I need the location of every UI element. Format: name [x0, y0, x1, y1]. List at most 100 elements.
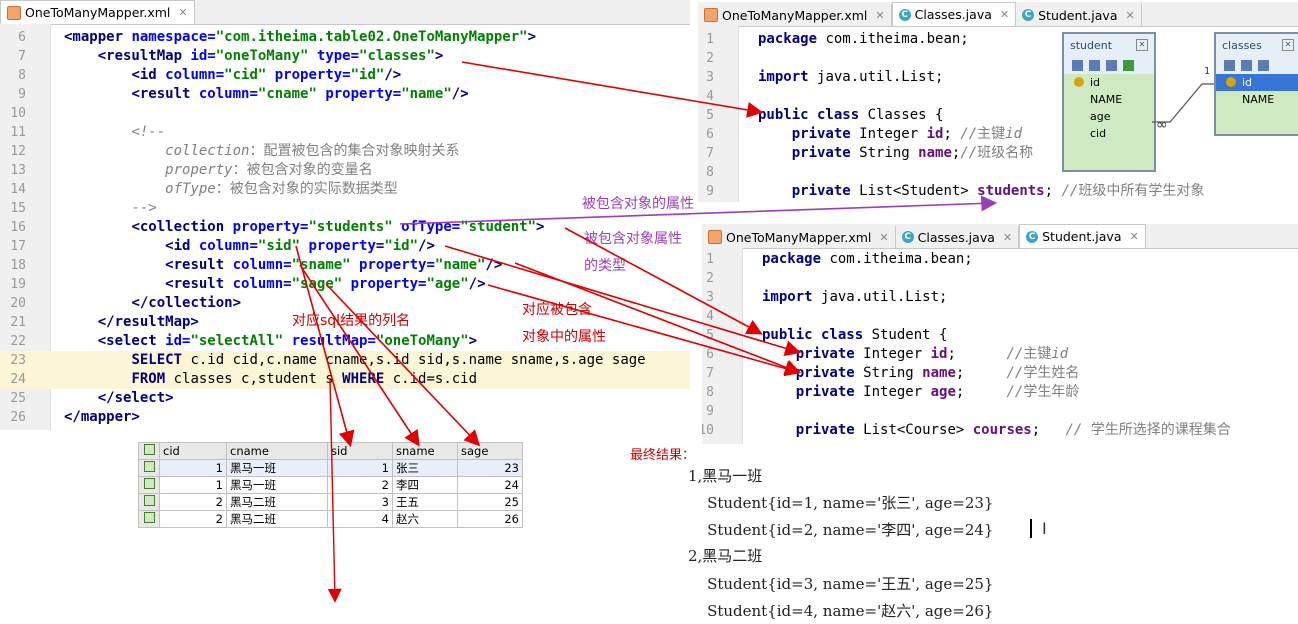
- code-line[interactable]: 26</mapper>: [0, 408, 690, 427]
- tool-icon[interactable]: [1123, 59, 1134, 71]
- tab-student-java[interactable]: C Student.java ✕: [1016, 4, 1142, 26]
- table-cell[interactable]: 赵六: [392, 510, 458, 528]
- table-cell[interactable]: 26: [457, 510, 523, 528]
- column-header[interactable]: cname: [226, 442, 328, 460]
- code-line[interactable]: 8 private Integer age; //学生年龄: [702, 383, 1298, 402]
- er-field[interactable]: NAME: [1216, 91, 1298, 108]
- table-cell[interactable]: 1: [327, 459, 393, 477]
- tab-student-java[interactable]: C Student.java ✕: [1019, 224, 1146, 248]
- table-cell[interactable]: 1: [159, 476, 227, 494]
- code-line[interactable]: 6<mapper namespace="com.itheima.table02.…: [0, 28, 690, 47]
- table-cell[interactable]: 24: [457, 476, 523, 494]
- table-cell[interactable]: 黑马一班: [226, 459, 328, 477]
- table-cell[interactable]: 2: [327, 476, 393, 494]
- tool-icon[interactable]: [1089, 59, 1100, 71]
- er-table-classes[interactable]: classes✕ id NAME: [1214, 32, 1298, 136]
- close-icon[interactable]: ✕: [875, 8, 885, 22]
- close-icon[interactable]: ✕: [1125, 8, 1135, 22]
- table-cell[interactable]: 黑马二班: [226, 510, 328, 528]
- code-line[interactable]: 19 <result column="sage" property="age"/…: [0, 275, 690, 294]
- close-icon[interactable]: ✕: [1129, 230, 1139, 243]
- code-line[interactable]: 9: [702, 402, 1298, 421]
- code-line[interactable]: 24 FROM classes c,student s WHERE c.id=s…: [0, 370, 690, 389]
- code-line[interactable]: 8 <id column="cid" property="id"/>: [0, 66, 690, 85]
- tab-classes-java[interactable]: C Classes.java ✕: [896, 226, 1020, 248]
- close-icon[interactable]: ✕: [999, 8, 1010, 21]
- row-checkbox[interactable]: [138, 510, 160, 528]
- close-icon[interactable]: ✕: [879, 230, 889, 244]
- tool-icon[interactable]: [1106, 59, 1117, 71]
- table-cell[interactable]: 1: [159, 459, 227, 477]
- code-line[interactable]: 2: [702, 269, 1298, 288]
- er-field[interactable]: NAME: [1064, 91, 1154, 108]
- table-cell[interactable]: 2: [159, 510, 227, 528]
- table-cell[interactable]: 黑马一班: [226, 476, 328, 494]
- table-cell[interactable]: 4: [327, 510, 393, 528]
- column-header[interactable]: sage: [457, 442, 523, 460]
- code-line[interactable]: 4: [702, 307, 1298, 326]
- table-cell[interactable]: 2: [159, 493, 227, 511]
- code-line[interactable]: 15 -->: [0, 199, 690, 218]
- tab-onetomanymapper-xml[interactable]: OneToManyMapper.xml ✕: [698, 4, 892, 26]
- code-line[interactable]: 6 private Integer id; //主键id: [698, 125, 1298, 144]
- code-line[interactable]: 23 SELECT c.id cid,c.name cname,s.id sid…: [0, 351, 690, 370]
- table-cell[interactable]: 23: [457, 459, 523, 477]
- er-field[interactable]: id: [1216, 74, 1298, 91]
- table-cell[interactable]: 李四: [392, 476, 458, 494]
- table-cell[interactable]: 张三: [392, 459, 458, 477]
- column-header[interactable]: cid: [159, 442, 227, 460]
- code-line[interactable]: 6 private Integer id; //主键id: [702, 345, 1298, 364]
- close-icon[interactable]: ✕: [178, 6, 188, 19]
- er-field[interactable]: cid: [1064, 125, 1154, 142]
- code-line[interactable]: 2: [698, 49, 1298, 68]
- tool-icon[interactable]: [1224, 59, 1235, 71]
- tab-onetomanymapper-xml[interactable]: OneToManyMapper.xml ✕: [0, 0, 195, 24]
- tool-icon[interactable]: [1258, 59, 1269, 71]
- code-line[interactable]: 8: [698, 163, 1298, 182]
- tool-icon[interactable]: [1241, 59, 1252, 71]
- code-line[interactable]: 20 </collection>: [0, 294, 690, 313]
- row-checkbox[interactable]: [138, 476, 160, 494]
- column-header[interactable]: sid: [327, 442, 393, 460]
- table-cell[interactable]: 25: [457, 493, 523, 511]
- code-line[interactable]: 10 private List<Course> courses; // 学生所选…: [702, 421, 1298, 440]
- code-line[interactable]: 13 property：被包含对象的变量名: [0, 161, 690, 180]
- column-header[interactable]: sname: [392, 442, 458, 460]
- tab-classes-java[interactable]: C Classes.java ✕: [891, 2, 1017, 26]
- row-checkbox[interactable]: [138, 493, 160, 511]
- code-line[interactable]: 7 private String name; //学生姓名: [702, 364, 1298, 383]
- table-cell[interactable]: 王五: [392, 493, 458, 511]
- code-line[interactable]: 10: [0, 104, 690, 123]
- row-checkbox[interactable]: [138, 459, 160, 477]
- close-icon[interactable]: ✕: [1136, 39, 1148, 51]
- er-field[interactable]: id: [1064, 74, 1154, 91]
- code-line[interactable]: 4: [698, 87, 1298, 106]
- tab-onetomanymapper-xml[interactable]: OneToManyMapper.xml ✕: [702, 226, 896, 248]
- select-all-checkbox[interactable]: [138, 442, 160, 460]
- er-table-student[interactable]: student✕ id NAME age cid: [1062, 32, 1156, 172]
- code-line[interactable]: 25 </select>: [0, 389, 690, 408]
- code-line[interactable]: 14 ofType：被包含对象的实际数据类型: [0, 180, 690, 199]
- code-line[interactable]: 21 </resultMap>: [0, 313, 690, 332]
- code-line[interactable]: 9 <result column="cname" property="name"…: [0, 85, 690, 104]
- code-line[interactable]: 9 private List<Student> students; //班级中所…: [698, 182, 1298, 201]
- table-cell[interactable]: 黑马二班: [226, 493, 328, 511]
- close-icon[interactable]: ✕: [1282, 39, 1294, 51]
- code-line[interactable]: 7 <resultMap id="oneToMany" type="classe…: [0, 47, 690, 66]
- code-line[interactable]: 7 private String name;//班级名称: [698, 144, 1298, 163]
- close-icon[interactable]: ✕: [1002, 230, 1013, 244]
- code-line[interactable]: 11 <!--: [0, 123, 690, 142]
- tool-icon[interactable]: [1072, 59, 1083, 71]
- code-line[interactable]: 12 collection：配置被包含的集合对象映射关系: [0, 142, 690, 161]
- er-field[interactable]: age: [1064, 108, 1154, 125]
- table-cell[interactable]: 3: [327, 493, 393, 511]
